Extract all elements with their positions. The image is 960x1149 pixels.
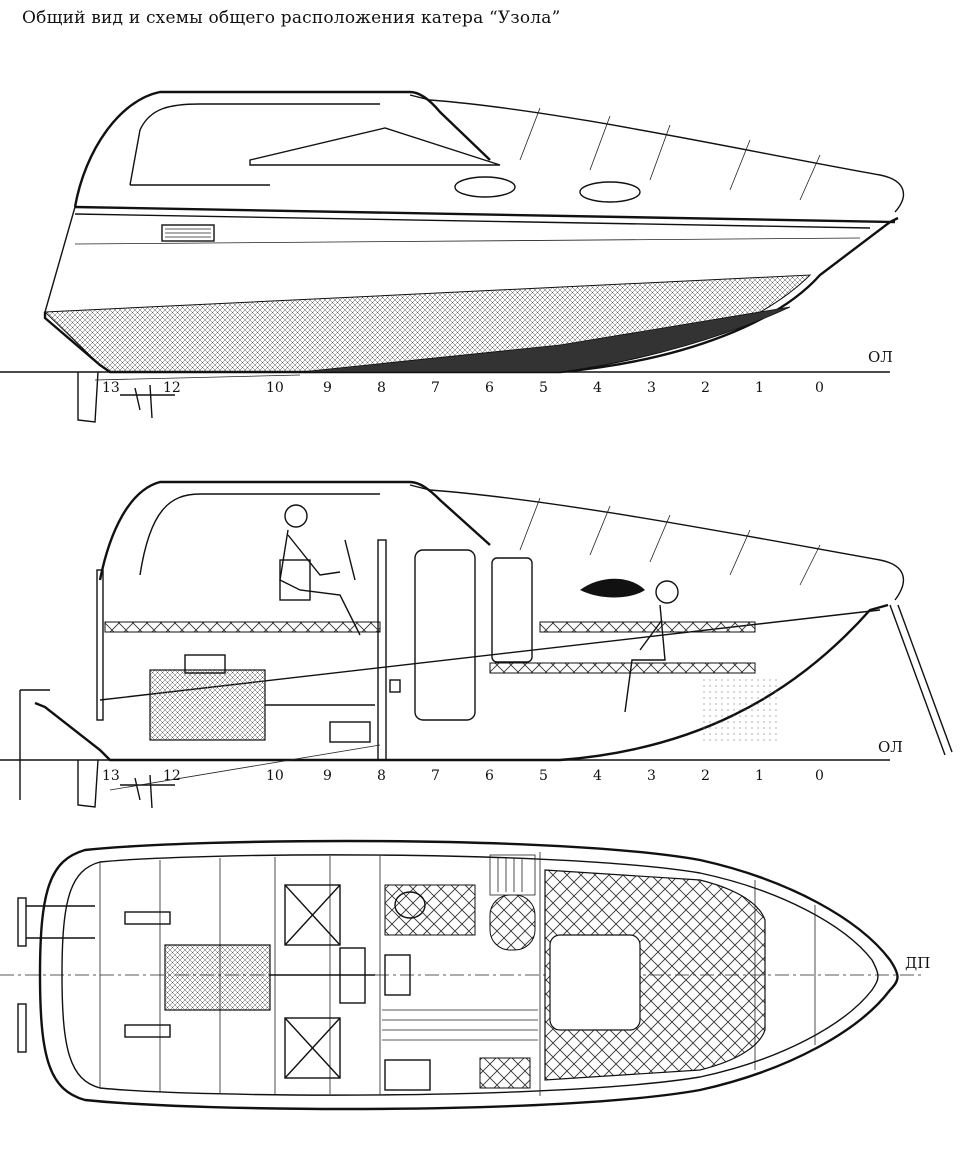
windshield — [249, 127, 501, 166]
hanging-locker — [489, 854, 536, 896]
station-label: 7 — [431, 380, 440, 396]
hull-plan-outline — [38, 839, 899, 1111]
passenger-figure — [624, 580, 679, 713]
hardtop-profile — [73, 90, 491, 208]
gearbox-plan — [339, 947, 366, 1004]
station-label: 0 — [815, 380, 824, 396]
galley-counter — [384, 884, 476, 936]
table-opening — [549, 934, 641, 1031]
station-label: 12 — [163, 768, 181, 784]
drawing-title: Общий вид и схемы общего расположения ка… — [22, 8, 561, 28]
canopy-ribs — [519, 107, 821, 201]
floor-boards — [382, 1009, 538, 1041]
seat-box-upper — [284, 884, 341, 946]
berth-backrest — [539, 621, 756, 633]
exhaust-upper — [124, 911, 171, 925]
berth-cushion — [489, 662, 756, 674]
rudder-skeg — [77, 759, 99, 808]
canopy-section — [409, 484, 905, 601]
station-label: 1 — [755, 380, 764, 396]
helmsman-figure — [279, 504, 361, 636]
station-label: 8 — [377, 768, 386, 784]
cabin-window — [139, 493, 380, 576]
plan-view: ДП — [0, 839, 930, 1111]
station-label: 2 — [701, 768, 710, 784]
station-label: 12 — [163, 380, 181, 396]
vent-grille — [161, 224, 215, 242]
rudder-skeg — [77, 371, 99, 423]
shaft-line — [109, 744, 381, 791]
station-label: 4 — [593, 380, 602, 396]
engine-top — [184, 654, 226, 674]
station-label: 2 — [701, 380, 710, 396]
sheer-line — [74, 205, 896, 224]
station-label: 8 — [377, 380, 386, 396]
station-label: 5 — [539, 768, 548, 784]
station-label: 0 — [815, 768, 824, 784]
locker-door — [491, 557, 533, 663]
station-label: 5 — [539, 380, 548, 396]
porthole-2 — [579, 181, 641, 203]
anchor-pole — [889, 604, 953, 756]
station-label: 6 — [485, 380, 494, 396]
station-label: 10 — [266, 380, 284, 396]
station-label: 3 — [647, 768, 656, 784]
station-label: 10 — [266, 768, 284, 784]
cabin-door — [414, 549, 476, 721]
canopy — [409, 94, 905, 213]
cooktop — [479, 1057, 531, 1089]
propeller — [120, 774, 175, 809]
longitudinal-section-view: ОЛ 13 12 10 9 8 7 6 5 4 3 2 1 0 — [0, 480, 953, 809]
boarding-ladder — [19, 689, 50, 800]
antifouling-strip — [299, 306, 791, 373]
battery-box — [384, 954, 411, 996]
station-label: 9 — [323, 380, 332, 396]
engine — [149, 669, 266, 741]
station-label: 9 — [323, 768, 332, 784]
subfloor-fill — [700, 675, 780, 745]
hardtop-section — [98, 480, 491, 581]
bulkhead — [377, 539, 387, 761]
porthole-1 — [454, 176, 516, 198]
station-labels-mid: 13 12 10 9 8 7 6 5 4 3 2 1 0 — [102, 768, 824, 784]
gearbox — [329, 721, 371, 743]
transom-line — [44, 206, 76, 313]
transom-ladder — [96, 569, 104, 721]
hull-plan-inner — [61, 854, 879, 1096]
toilet-plan — [489, 894, 536, 951]
station-label: 6 — [485, 768, 494, 784]
station-labels-top: 13 12 10 9 8 7 6 5 4 3 2 1 0 — [102, 380, 824, 396]
waterline-label: ОЛ — [878, 738, 903, 756]
propeller — [120, 384, 175, 419]
side-window — [129, 103, 380, 186]
station-label: 13 — [102, 768, 120, 784]
station-label: 4 — [593, 768, 602, 784]
cockpit-seat-strip — [104, 621, 381, 633]
station-label: 3 — [647, 380, 656, 396]
engine-plan — [164, 944, 271, 1011]
rub-rail — [74, 213, 871, 229]
waterline-label: ОЛ — [868, 348, 893, 366]
station-label: 13 — [102, 380, 120, 396]
toilet — [389, 679, 401, 693]
side-elevation-view: ОЛ 13 12 10 9 8 7 6 5 4 3 2 1 0 — [0, 90, 905, 423]
station-label: 1 — [755, 768, 764, 784]
station-label: 7 — [431, 768, 440, 784]
centerline-label: ДП — [905, 954, 930, 972]
shaft-line — [94, 374, 301, 381]
sink — [394, 891, 426, 919]
canopy-ribs — [519, 497, 821, 586]
chine-line — [74, 237, 861, 245]
exhaust-lower — [124, 1024, 171, 1038]
stove — [384, 1059, 431, 1091]
seat-box-lower — [284, 1017, 341, 1079]
swim-ladder-plan — [17, 897, 95, 1053]
porthole-dark — [580, 578, 645, 598]
